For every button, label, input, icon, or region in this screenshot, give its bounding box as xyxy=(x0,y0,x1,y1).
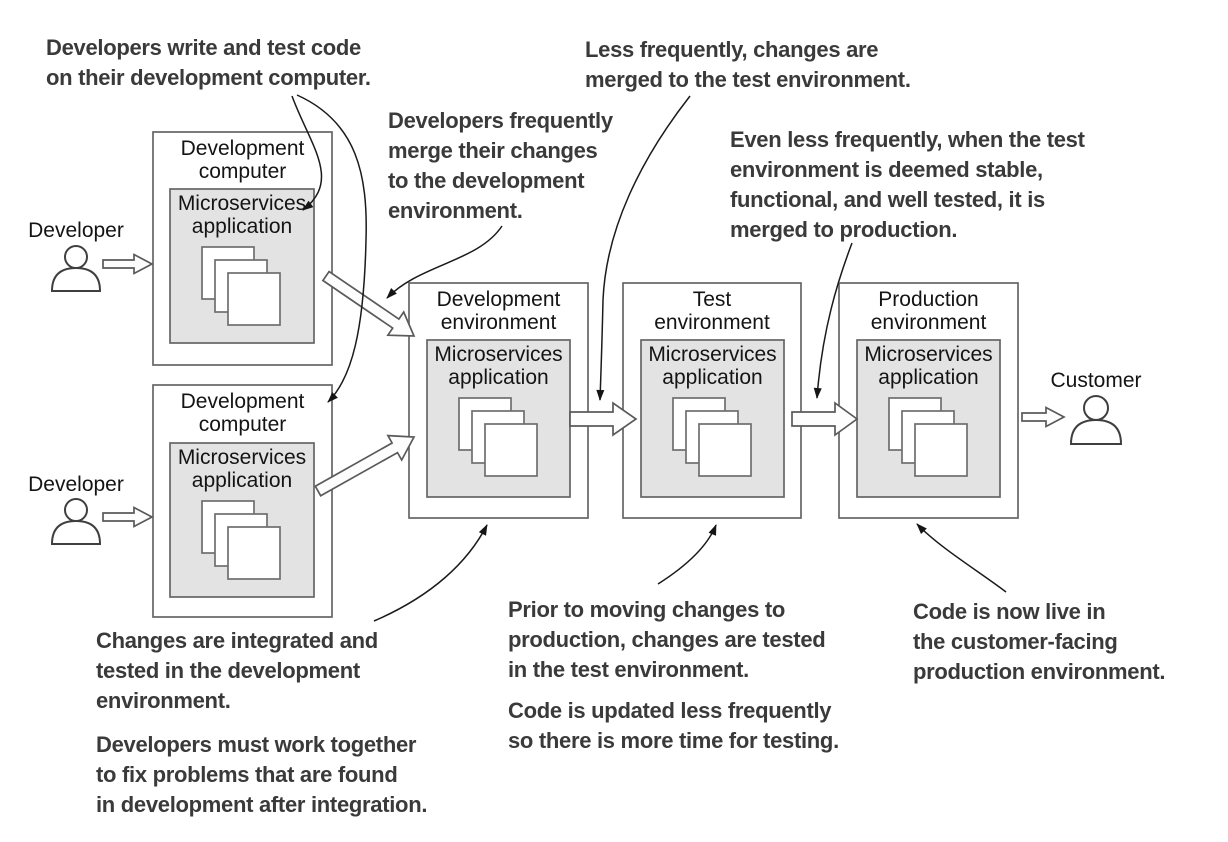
annotation-merge-test-env: Less frequently, changes are merged to t… xyxy=(585,37,911,92)
annotation-updated-less: Code is updated less frequently so there… xyxy=(508,698,839,753)
arrow-developer2-to-computer2 xyxy=(102,506,154,528)
annotation-merge-prod: Even less frequently, when the test envi… xyxy=(730,127,1085,242)
dev-computer-1-title: Development computer xyxy=(180,137,305,183)
developer2-label: Developer xyxy=(28,473,124,496)
customer-label: Customer xyxy=(1050,369,1142,392)
arrow-developer1-to-computer1 xyxy=(102,253,154,275)
test-environment-title: Test environment xyxy=(654,288,770,334)
prod-environment-title: Production environment xyxy=(870,288,987,334)
arrow-prod-env-to-customer xyxy=(1021,406,1066,428)
services-stack-icon xyxy=(201,500,281,580)
annotation-work-together: Developers must work together to fix pro… xyxy=(96,732,428,817)
dev-computer-2-title: Development computer xyxy=(180,390,305,436)
callout-arrow-write-test-to-computer1 xyxy=(291,95,323,211)
app-label-computer2: Microservices application xyxy=(177,446,307,492)
services-stack-icon xyxy=(888,397,968,477)
developer1-label: Developer xyxy=(28,219,124,242)
arrow-computer2-to-dev-env xyxy=(314,434,416,497)
app-label-test-env: Microservices application xyxy=(648,343,777,389)
dev-environment-title: Development environment xyxy=(436,288,561,334)
callout-arrow-write-test-to-computer2 xyxy=(296,94,367,403)
annotation-integrated: Changes are integrated and tested in the… xyxy=(96,628,378,713)
stacked-services-icons xyxy=(201,246,968,580)
developer1-person-icon xyxy=(50,245,102,292)
services-stack-icon xyxy=(672,397,752,477)
customer-person-icon xyxy=(1069,395,1123,445)
callout-arrow-code-live xyxy=(916,523,1007,593)
services-stack-icon xyxy=(201,246,281,326)
annotation-prior-testing: Prior to moving changes to production, c… xyxy=(508,597,826,682)
annotation-write-test: Developers write and test code on their … xyxy=(46,35,371,90)
callout-arrow-prior-testing xyxy=(657,524,717,585)
annotation-code-live: Code is now live in the customer-facing … xyxy=(913,599,1166,684)
arrow-test-env-to-prod-env xyxy=(791,401,859,437)
arrow-dev-env-to-test-env xyxy=(569,401,638,437)
callout-arrow-merge-prod xyxy=(813,242,853,399)
app-label-computer1: Microservices application xyxy=(177,192,307,238)
app-label-prod-env: Microservices application xyxy=(864,343,993,389)
app-label-dev-env: Microservices application xyxy=(434,343,563,389)
callout-arrow-merge-test-env xyxy=(596,95,691,401)
annotation-merge-dev-env: Developers frequently merge their change… xyxy=(388,108,613,223)
developer2-person-icon xyxy=(50,498,102,545)
callout-arrow-merge-dev-env xyxy=(386,225,503,299)
callout-arrow-integrated xyxy=(373,524,488,622)
arrow-computer1-to-dev-env xyxy=(321,270,416,337)
services-stack-icon xyxy=(458,397,538,477)
